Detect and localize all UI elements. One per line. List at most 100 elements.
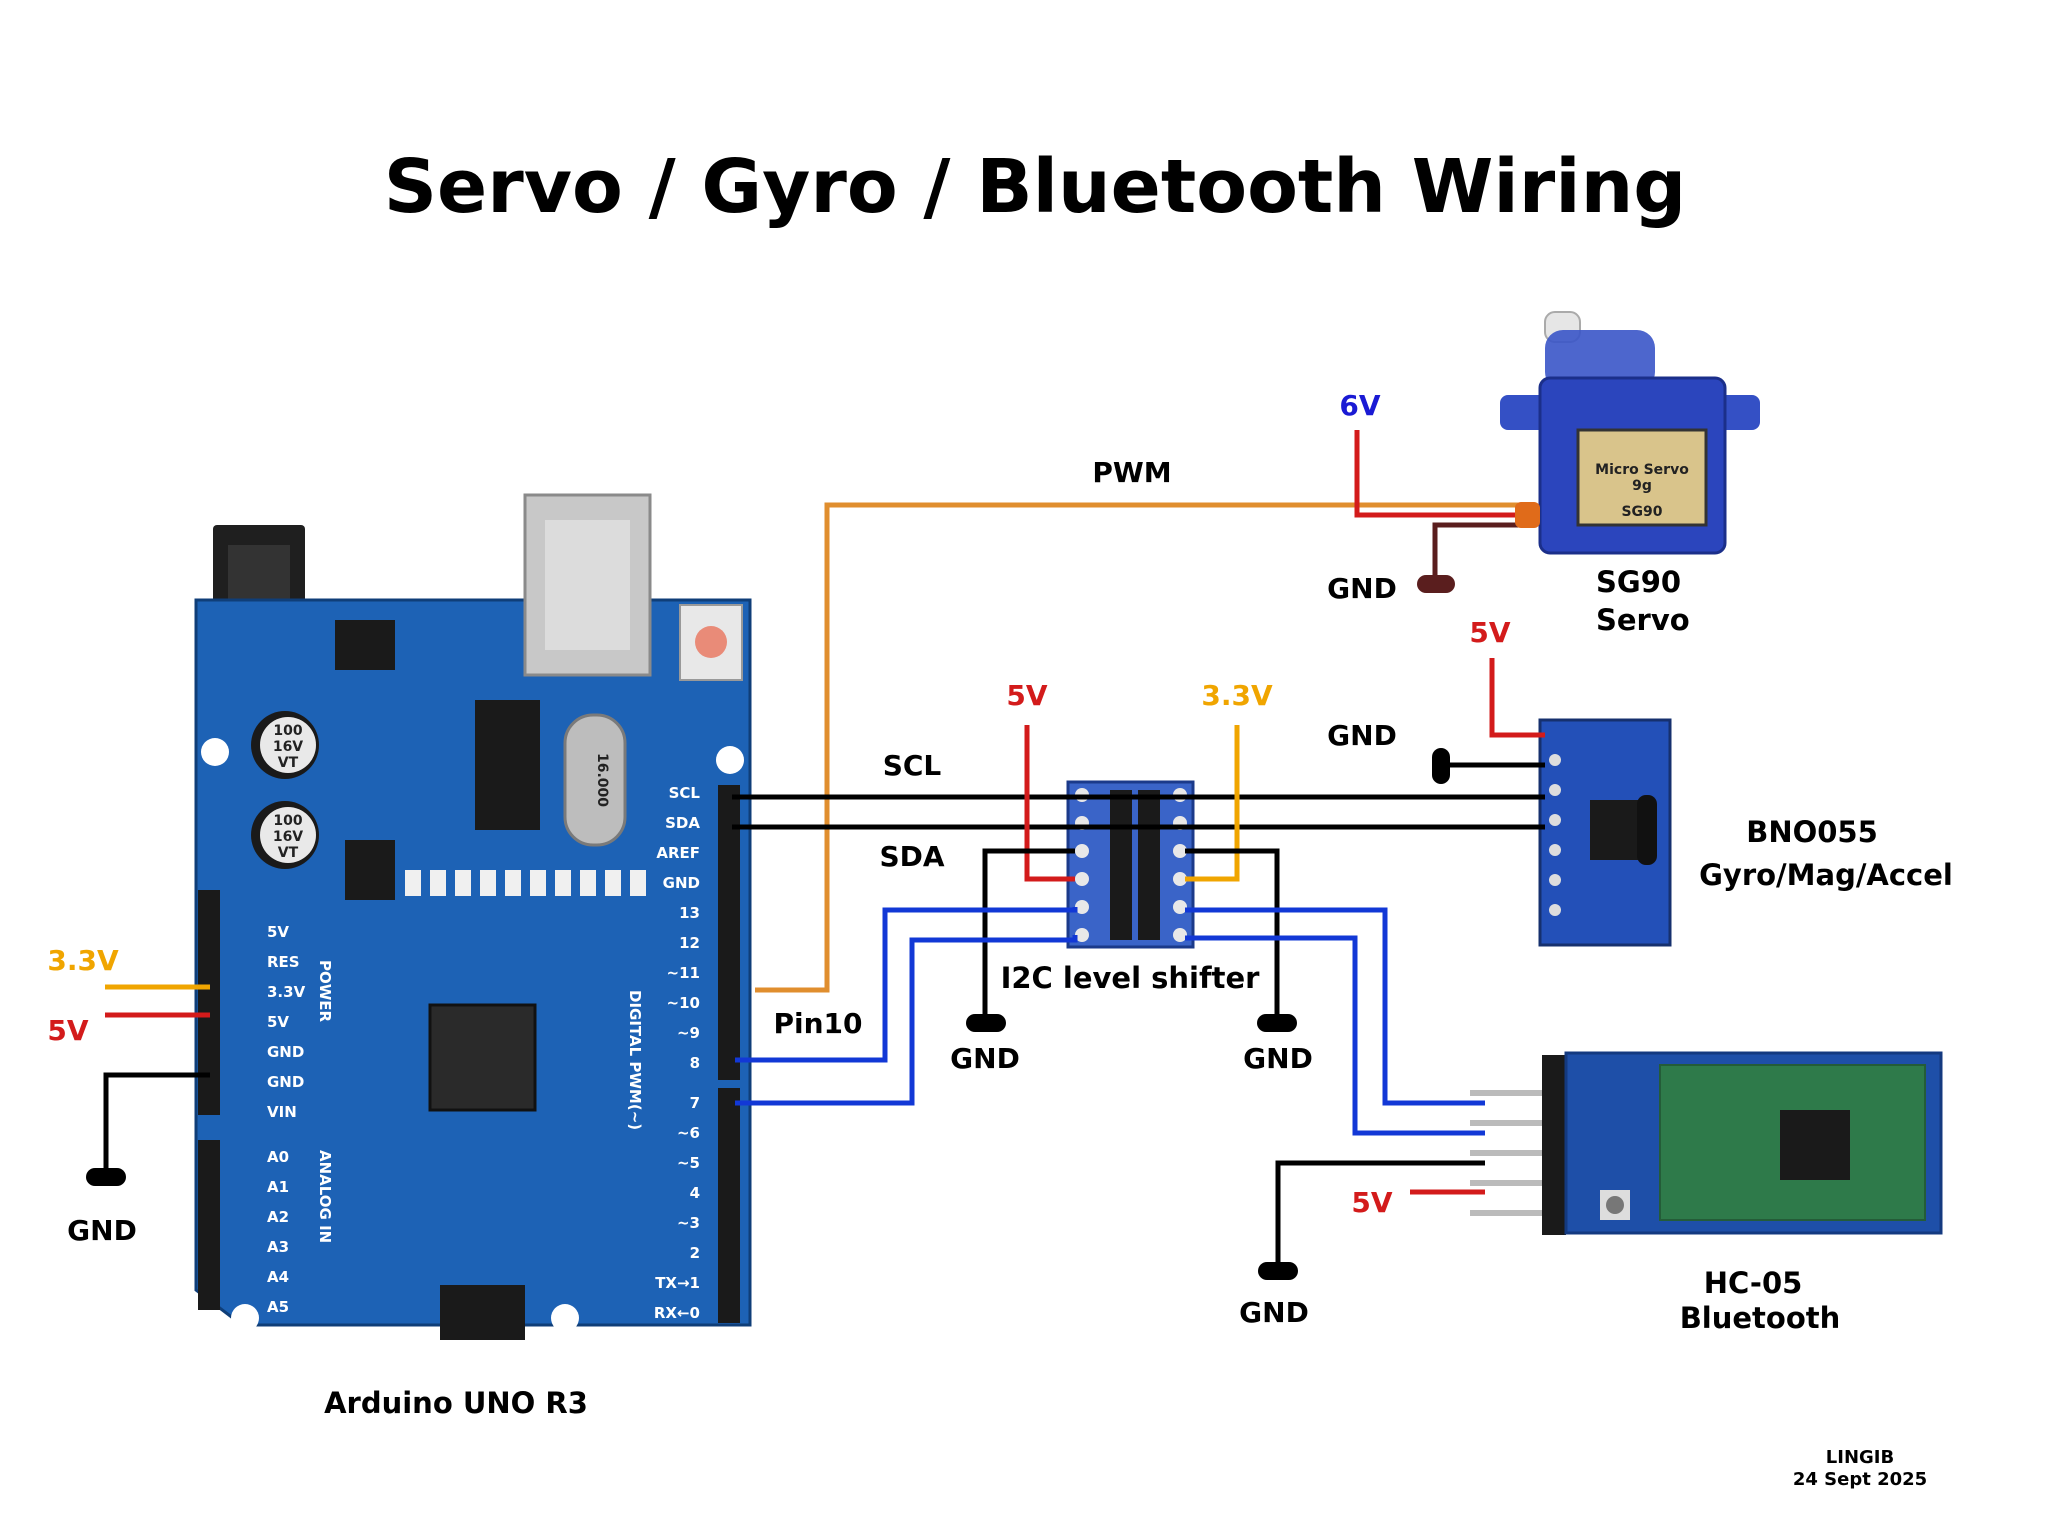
svg-text:A4: A4 [267, 1268, 289, 1286]
svg-text:~10: ~10 [667, 994, 700, 1012]
bt-wire-4 [1185, 935, 1485, 1136]
svg-text:SCL: SCL [669, 784, 701, 802]
svg-text:POWER: POWER [316, 960, 334, 1023]
bt-gnd-label: GND [1239, 1296, 1309, 1329]
bt-label-line1: HC-05 [1704, 1266, 1803, 1300]
icsp-header [440, 1285, 525, 1340]
svg-text:ANALOG IN: ANALOG IN [316, 1150, 334, 1243]
svg-text:9g: 9g [1632, 478, 1652, 494]
svg-text:A5: A5 [267, 1298, 289, 1316]
arduino-label: Arduino UNO R3 [324, 1386, 588, 1420]
gyro-5v-wire [1489, 658, 1545, 738]
svg-text:16V: 16V [273, 739, 303, 755]
footer-date: 24 Sept 2025 [1793, 1469, 1927, 1490]
servo-label-line1: SG90 [1596, 565, 1681, 599]
pwm-label: PWM [1092, 456, 1171, 489]
gyro-5v-label: 5V [1469, 616, 1510, 649]
footer-author: LINGIB [1826, 1447, 1894, 1468]
svg-text:7: 7 [690, 1094, 700, 1112]
svg-text:SDA: SDA [665, 814, 700, 832]
svg-text:Micro Servo: Micro Servo [1595, 462, 1689, 478]
digital-header-bottom [718, 1088, 740, 1323]
svg-text:A3: A3 [267, 1238, 289, 1256]
svg-text:TX→1: TX→1 [655, 1274, 700, 1292]
svg-text:5V: 5V [267, 923, 289, 941]
shifter-gnd-right-wire [1185, 848, 1280, 1022]
svg-text:VT: VT [278, 755, 299, 771]
bt-wire-2 [735, 935, 1078, 1106]
bt-5v-label: 5V [1351, 1186, 1392, 1219]
capacitor-1: 100 16V VT [251, 711, 319, 779]
svg-text:5V: 5V [267, 1013, 289, 1031]
bt-label-line2: Bluetooth [1680, 1301, 1841, 1335]
svg-text:3.3V: 3.3V [267, 983, 306, 1001]
bt-wire-1 [735, 907, 1078, 1063]
svg-text:4: 4 [690, 1184, 700, 1202]
level-shifter-board [1066, 780, 1195, 949]
svg-text:100: 100 [273, 813, 302, 829]
svg-text:SG90: SG90 [1621, 504, 1662, 520]
svg-text:12: 12 [679, 934, 700, 952]
gyro-gnd-label: GND [1327, 719, 1397, 752]
power-header [198, 890, 220, 1115]
crystal [563, 713, 627, 847]
svg-text:8: 8 [690, 1054, 700, 1072]
svg-text:DIGITAL PWM(~): DIGITAL PWM(~) [626, 990, 644, 1130]
svg-text:100: 100 [273, 723, 302, 739]
svg-text:~3: ~3 [677, 1214, 700, 1232]
hc05-board [1470, 1051, 1943, 1235]
svg-text:VIN: VIN [267, 1103, 297, 1121]
svg-text:~11: ~11 [667, 964, 700, 982]
bno055-board [1538, 718, 1672, 947]
sg90-servo: Micro Servo 9g SG90 [1500, 311, 1760, 555]
svg-text:16V: 16V [273, 829, 303, 845]
arduino-gnd-label: GND [67, 1214, 137, 1247]
arduino-3v3-label: 3.3V [47, 944, 119, 977]
servo-6v-label: 6V [1339, 389, 1380, 422]
scl-label: SCL [883, 749, 942, 782]
bt-wire-3 [1185, 907, 1485, 1106]
atmega-chip [428, 1003, 537, 1112]
svg-text:~5: ~5 [677, 1154, 700, 1172]
shifter-5v-wire [1024, 725, 1075, 882]
svg-text:A0: A0 [267, 1148, 289, 1166]
svg-text:~9: ~9 [677, 1024, 700, 1042]
servo-6v-wire [1354, 430, 1525, 518]
gyro-label-line2: Gyro/Mag/Accel [1699, 858, 1953, 892]
sda-label: SDA [879, 840, 944, 873]
gyro-label-line1: BNO055 [1746, 815, 1878, 849]
servo-sticker [1576, 428, 1708, 527]
bt-gnd-wire [1275, 1160, 1485, 1270]
analog-header [198, 1140, 220, 1310]
svg-text:2: 2 [690, 1244, 700, 1262]
svg-text:A1: A1 [267, 1178, 289, 1196]
shifter-label: I2C level shifter [1001, 961, 1261, 995]
page-title: Servo / Gyro / Bluetooth Wiring [384, 144, 1686, 230]
svg-text:16.000: 16.000 [594, 753, 610, 807]
capacitor-2: 100 16V VT [251, 801, 319, 869]
shifter-gnd-right-label: GND [1243, 1042, 1313, 1075]
shifter-gnd-left-label: GND [950, 1042, 1020, 1075]
svg-text:GND: GND [267, 1043, 304, 1061]
servo-gnd-wire [1432, 522, 1525, 585]
svg-text:VT: VT [278, 845, 299, 861]
svg-text:AREF: AREF [656, 844, 700, 862]
pwm-wire [755, 502, 1525, 993]
shifter-3v3-wire [1185, 725, 1240, 882]
svg-text:13: 13 [679, 904, 700, 922]
svg-text:RES: RES [267, 953, 300, 971]
shifter-5v-label: 5V [1006, 679, 1047, 712]
shifter-gnd-left-wire [982, 848, 1075, 1022]
servo-gnd-terminal [1417, 575, 1455, 593]
servo-label-line2: Servo [1596, 603, 1690, 637]
arduino-gnd-wire [103, 1072, 210, 1175]
digital-header-top [718, 785, 740, 1080]
shifter-3v3-label: 3.3V [1201, 679, 1273, 712]
svg-text:GND: GND [663, 874, 700, 892]
svg-text:RX←0: RX←0 [654, 1304, 700, 1322]
svg-text:A2: A2 [267, 1208, 289, 1226]
pin10-label: Pin10 [773, 1007, 862, 1040]
svg-text:~6: ~6 [677, 1124, 700, 1142]
arduino-5v-label: 5V [47, 1014, 88, 1047]
